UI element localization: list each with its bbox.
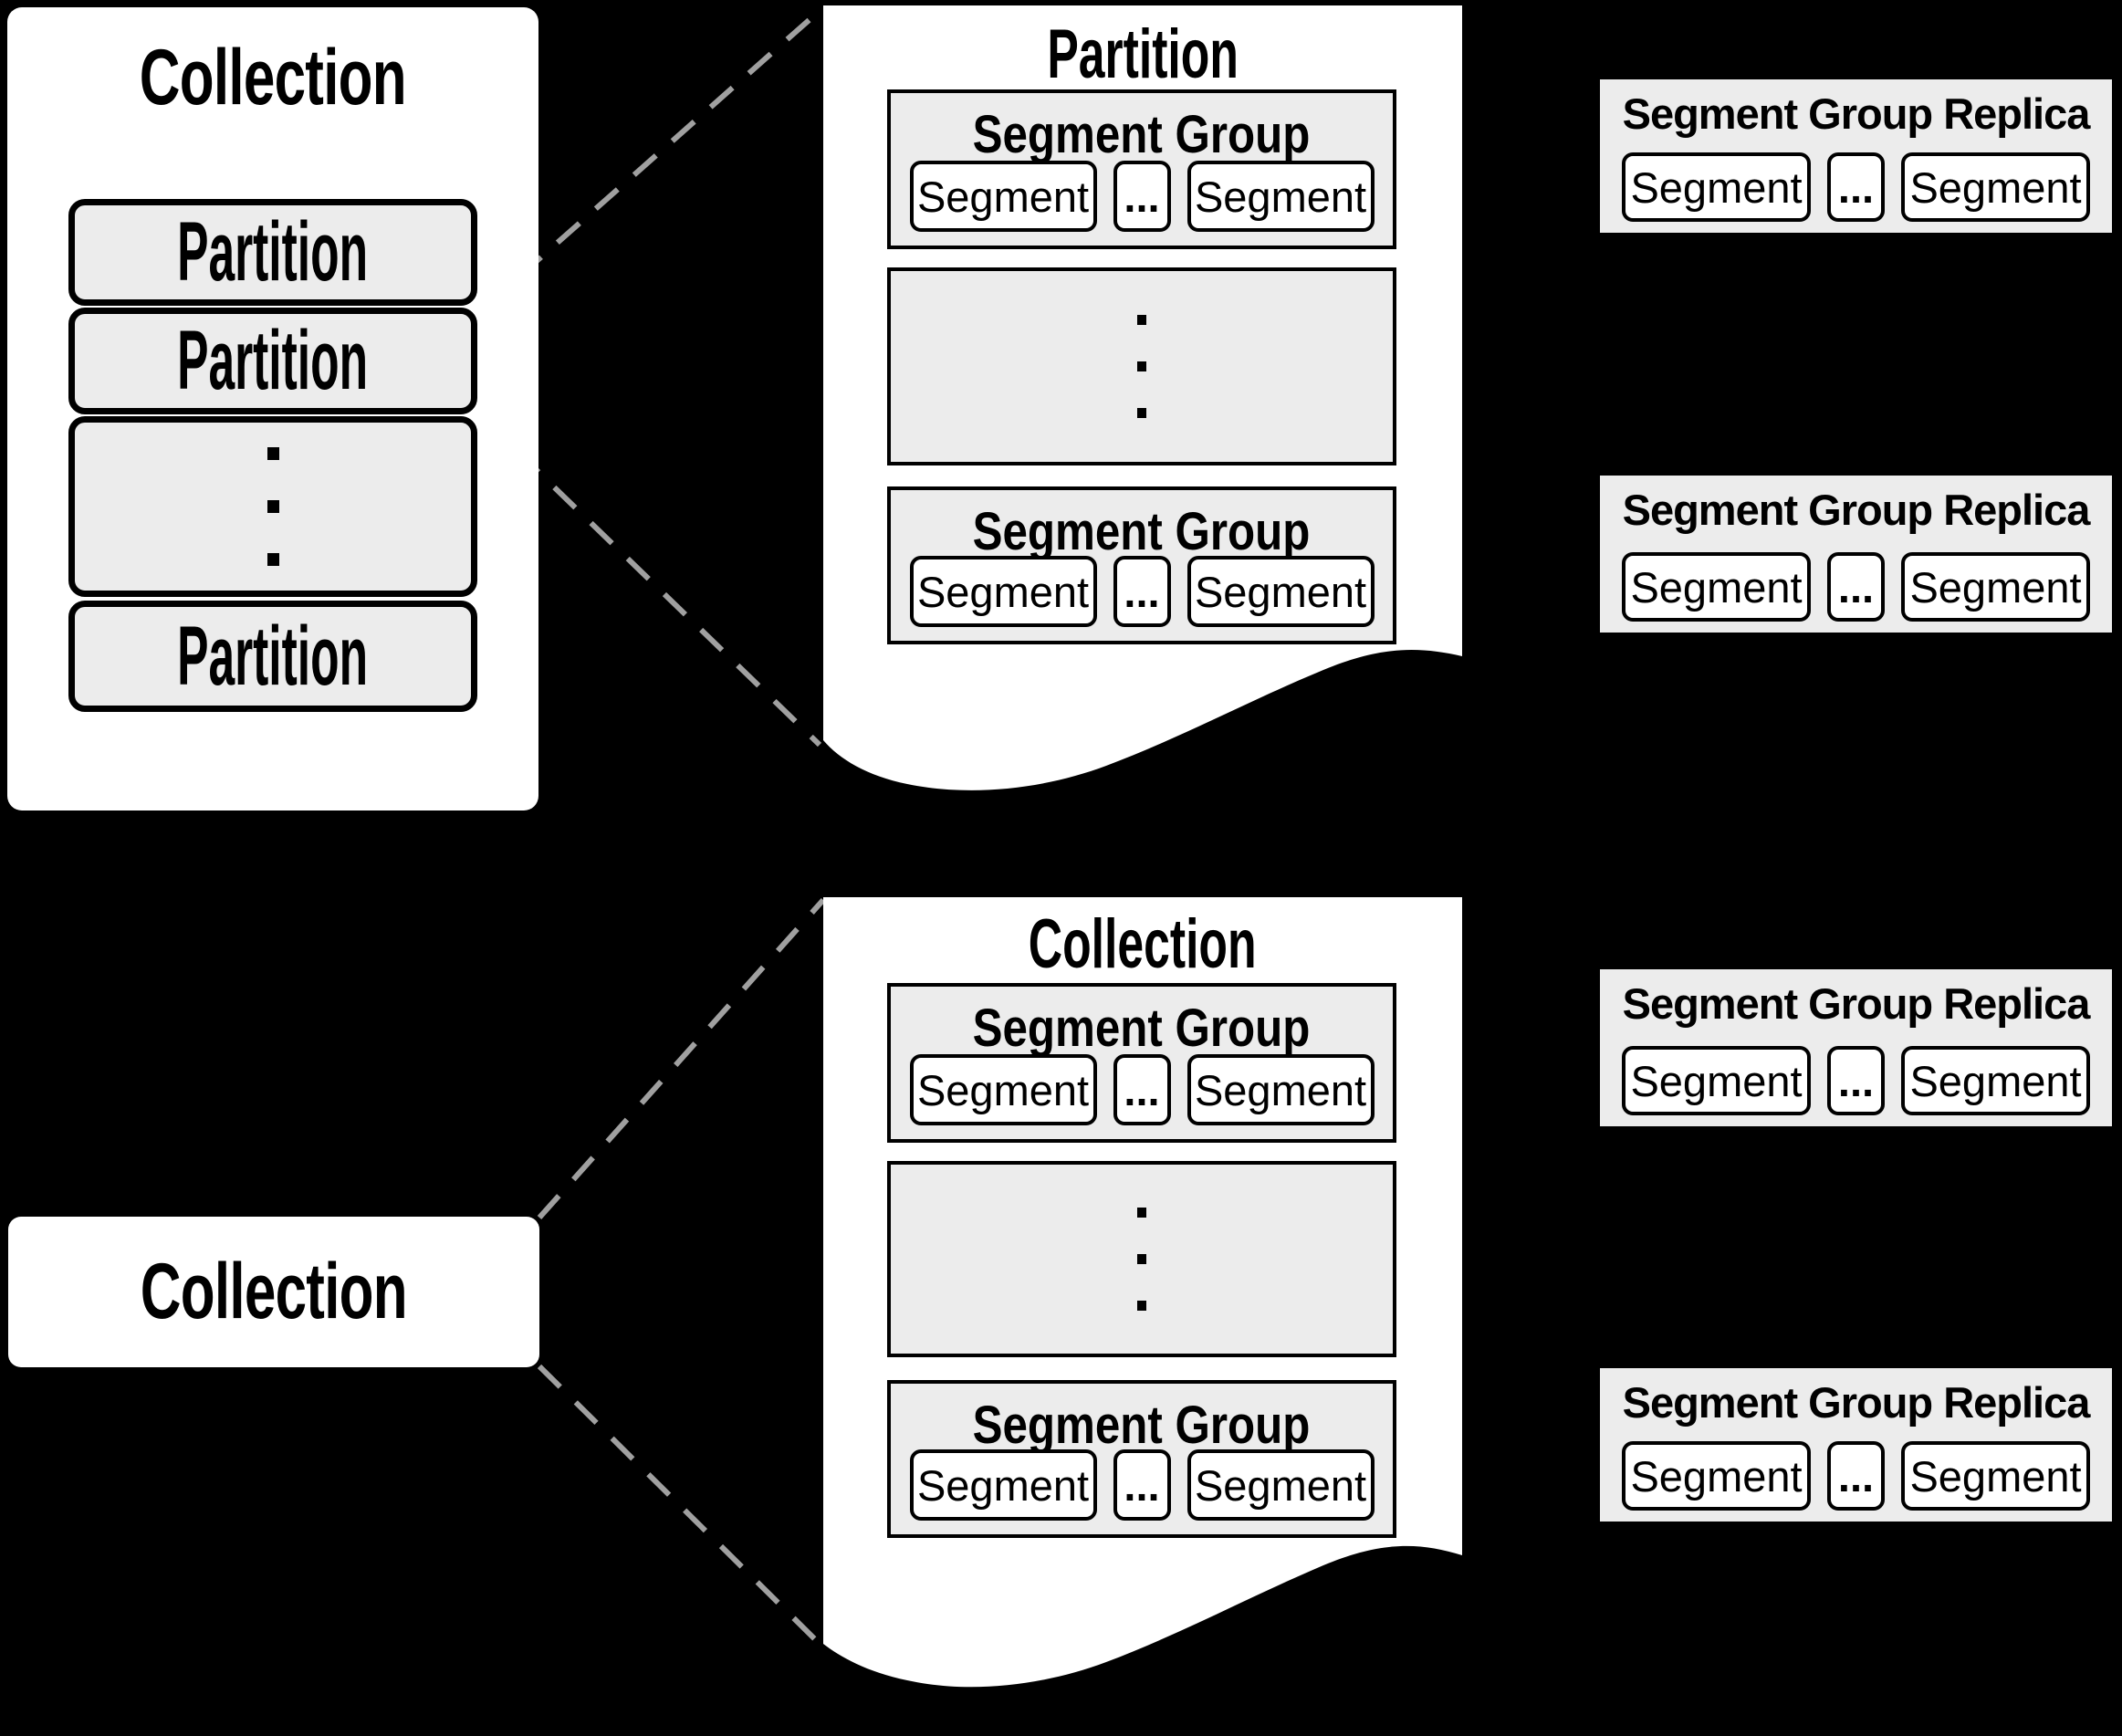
segment-box: Segment bbox=[909, 161, 1097, 232]
segment-box: Segment bbox=[1186, 161, 1375, 232]
collection-panel: Collection Partition Partition Partition bbox=[7, 7, 538, 810]
segment-row: Segment ... Segment bbox=[891, 556, 1393, 627]
connector-collection-to-doc-top bbox=[537, 898, 826, 1219]
segment-group-replica: Segment Group Replica Segment ... Segmen… bbox=[1600, 79, 2112, 233]
segment-box: Segment bbox=[909, 1054, 1097, 1125]
segment-row: Segment ... Segment bbox=[891, 1449, 1393, 1521]
vertical-ellipsis-box bbox=[887, 267, 1396, 465]
partition-document: Partition Segment Group Segment ... Segm… bbox=[823, 5, 1462, 807]
segment-group: Segment Group Segment ... Segment bbox=[887, 1380, 1396, 1538]
segment-group-replica: Segment Group Replica Segment ... Segmen… bbox=[1600, 476, 2112, 633]
segment-group-title: Segment Group bbox=[973, 999, 1311, 1058]
segment-row: Segment ... Segment bbox=[1600, 1441, 2112, 1511]
segment-row: Segment ... Segment bbox=[891, 1054, 1393, 1125]
partition-document-title: Partition bbox=[1047, 16, 1239, 93]
segment-row: Segment ... Segment bbox=[1600, 152, 2112, 222]
segment-row: Segment ... Segment bbox=[1600, 552, 2112, 622]
ellipsis-box: ... bbox=[1113, 1449, 1171, 1521]
segment-group: Segment Group Segment ... Segment bbox=[887, 983, 1396, 1143]
ellipsis-box: ... bbox=[1827, 552, 1885, 622]
ellipsis-box: ... bbox=[1113, 556, 1171, 627]
segment-box: Segment bbox=[1901, 152, 2090, 222]
partition-box: Partition bbox=[68, 601, 477, 712]
segment-row: Segment ... Segment bbox=[1600, 1046, 2112, 1115]
ellipsis-box: ... bbox=[1827, 1441, 1885, 1511]
segment-row: Segment ... Segment bbox=[891, 161, 1393, 232]
segment-group-title: Segment Group bbox=[973, 1396, 1311, 1455]
replica-title: Segment Group Replica bbox=[1622, 1378, 2091, 1427]
vertical-ellipsis-box bbox=[887, 1161, 1396, 1357]
segment-group-replica: Segment Group Replica Segment ... Segmen… bbox=[1600, 1368, 2112, 1522]
ellipsis-box: ... bbox=[1827, 152, 1885, 222]
replica-title: Segment Group Replica bbox=[1622, 486, 2091, 534]
partition-box: Partition bbox=[68, 308, 477, 414]
segment-box: Segment bbox=[1186, 1449, 1375, 1521]
ellipsis-box: ... bbox=[1827, 1046, 1885, 1115]
segment-group-replica: Segment Group Replica Segment ... Segmen… bbox=[1600, 969, 2112, 1126]
ellipsis-box: ... bbox=[1113, 161, 1171, 232]
segment-box: Segment bbox=[1901, 1441, 2090, 1511]
segment-group-title: Segment Group bbox=[973, 105, 1311, 164]
connector-collection-to-doc-bottom bbox=[537, 1364, 821, 1646]
segment-box: Segment bbox=[909, 1449, 1097, 1521]
partition-box: Partition bbox=[68, 199, 477, 306]
segment-box: Segment bbox=[1622, 1441, 1811, 1511]
segment-box: Segment bbox=[1186, 556, 1375, 627]
segment-box: Segment bbox=[1901, 552, 2090, 622]
segment-group: Segment Group Segment ... Segment bbox=[887, 89, 1396, 249]
collection-panel-title: Collection bbox=[139, 34, 407, 121]
segment-group: Segment Group Segment ... Segment bbox=[887, 486, 1396, 644]
segment-box: Segment bbox=[1622, 152, 1811, 222]
collection-document-title: Collection bbox=[1029, 905, 1257, 983]
segment-box: Segment bbox=[1901, 1046, 2090, 1115]
segment-box: Segment bbox=[909, 556, 1097, 627]
segment-box: Segment bbox=[1622, 552, 1811, 622]
replica-title: Segment Group Replica bbox=[1622, 89, 2091, 138]
collection-box: Collection bbox=[8, 1217, 539, 1367]
segment-group-title: Segment Group bbox=[973, 502, 1311, 561]
collection-document: Collection Segment Group Segment ... Seg… bbox=[823, 897, 1462, 1705]
segment-box: Segment bbox=[1186, 1054, 1375, 1125]
segment-box: Segment bbox=[1622, 1046, 1811, 1115]
replica-title: Segment Group Replica bbox=[1622, 979, 2091, 1028]
ellipsis-box: ... bbox=[1113, 1054, 1171, 1125]
vertical-ellipsis-box bbox=[68, 416, 477, 597]
